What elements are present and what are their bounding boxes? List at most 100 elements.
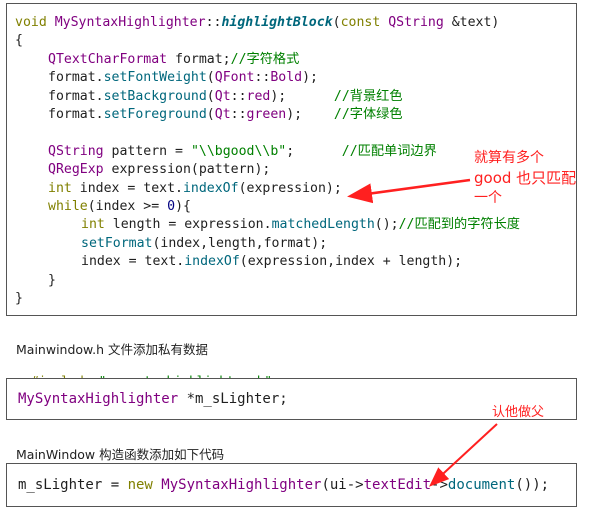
code-token: ()); <box>515 477 550 493</box>
code-token: //匹配到的字符长度 <box>398 217 520 233</box>
note-mainwindow-ctor: MainWindow 构造函数添加如下代码 <box>16 447 225 462</box>
code-token: //字体绿色 <box>333 107 403 122</box>
code-token: //背景红色 <box>333 88 403 104</box>
code-token: Bold <box>270 70 303 86</box>
code-token: *m_sLighter; <box>186 391 288 407</box>
code-token: document <box>447 477 516 493</box>
code-token: //字符格式 <box>230 51 300 67</box>
code-token: setFontWeight <box>103 70 207 86</box>
code-token: setFormat <box>81 235 153 251</box>
code-token: (index >= <box>87 199 168 214</box>
code-token: &text) <box>451 15 500 30</box>
code-line: format.setBackground(Qt::red); //背景红色 <box>48 88 403 106</box>
code-token: } <box>48 272 56 288</box>
code-token: ( <box>206 70 215 86</box>
code-token: :: <box>205 15 222 30</box>
code-token: (expression); <box>238 180 342 196</box>
code-token: (expression,index + length); <box>239 254 463 270</box>
note-mainwindow-h: Mainwindow.h 文件添加私有数据 <box>16 342 208 357</box>
annotation-arrow-1 <box>347 178 471 204</box>
annotation-line: 一个 <box>474 190 502 206</box>
code-token: QFont <box>214 70 255 86</box>
code-token: pattern = <box>111 143 191 159</box>
code-token: ( <box>206 88 215 104</box>
code-token: green <box>246 107 287 122</box>
code-token: :: <box>230 88 247 104</box>
code-line: while(index >= 0){ <box>48 198 191 216</box>
code-token: Qt <box>214 107 231 122</box>
code-token: MySyntaxHighlighter <box>18 391 187 407</box>
annotation-line: 就算有多个 <box>474 150 544 166</box>
code-line: int length = expression.matchedLength();… <box>81 216 520 234</box>
code-token: void <box>15 15 55 30</box>
code-token: "\\bgood\\b" <box>190 143 287 159</box>
code-token: ){ <box>175 199 191 214</box>
code-token: Qt <box>214 88 231 104</box>
code-token: int <box>81 217 113 233</box>
code-token: ); <box>302 70 318 86</box>
code-token: index = text. <box>81 254 185 270</box>
code-token: index = text. <box>79 180 183 196</box>
code-token: (ui-> <box>321 477 364 493</box>
code-line: QRegExp expression(pattern); <box>48 161 270 179</box>
code-token: ; <box>286 143 342 159</box>
code-line: format.setFontWeight(QFont::Bold); <box>48 69 318 87</box>
code-line: { <box>15 32 23 50</box>
code-token: format. <box>48 88 104 104</box>
code-token: ( <box>206 107 215 122</box>
code-token: indexOf <box>182 180 239 196</box>
code-token: //匹配单词边界 <box>341 143 437 159</box>
code-line: QString pattern = "\\bgood\\b"; //匹配单词边界 <box>48 143 437 161</box>
code-token: MySyntaxHighlighter <box>161 477 322 493</box>
code-token: format; <box>175 51 231 67</box>
code-token: setForeground <box>103 107 207 122</box>
code-token: textEdit <box>363 477 432 493</box>
annotation-arrow-2 <box>429 423 498 487</box>
code-token: ); <box>270 88 334 104</box>
annotation-parent: 认他做父 <box>492 405 545 420</box>
code-token: expression(pattern); <box>111 162 271 178</box>
member-code-block: MySyntaxHighlighter *m_sLighter; <box>6 378 577 420</box>
code-token: { <box>15 33 23 49</box>
code-token: (); <box>374 217 399 233</box>
code-token: int <box>48 180 80 196</box>
code-token: QString <box>388 15 452 30</box>
code-token: QRegExp <box>48 162 112 178</box>
code-token: matchedLength <box>271 217 375 233</box>
code-token: indexOf <box>184 254 240 270</box>
code-token: highlightBlock <box>221 15 333 30</box>
code-token: QString <box>48 143 112 159</box>
code-token: while <box>48 199 88 214</box>
code-token: format. <box>48 107 104 122</box>
code-token: MySyntaxHighlighter <box>54 15 206 30</box>
code-token: red <box>246 88 271 104</box>
code-token: } <box>15 291 23 306</box>
code-token: m_sLighter = <box>18 477 128 493</box>
code-token: length = expression. <box>112 217 272 233</box>
code-token: 0 <box>167 199 176 214</box>
main-code-block: void MySyntaxHighlighter::highlightBlock… <box>6 3 577 316</box>
code-line: void MySyntaxHighlighter::highlightBlock… <box>15 14 499 32</box>
code-token: format. <box>48 70 104 86</box>
code-line: index = text.indexOf(expression,index + … <box>81 253 462 271</box>
code-listing: void MySyntaxHighlighter::highlightBlock… <box>15 14 570 309</box>
code-token: :: <box>254 70 271 86</box>
code-token: ( <box>332 15 341 30</box>
code-line: QTextCharFormat format;//字符格式 <box>48 51 299 69</box>
code-line: int index = text.indexOf(expression); <box>48 180 342 198</box>
code-token: QTextCharFormat <box>48 51 176 67</box>
annotation-good-match: 就算有多个 good 也只匹配 一个 <box>474 148 576 208</box>
code-line: } <box>15 290 23 308</box>
code-line: } <box>48 272 56 290</box>
code-line: format.setForeground(Qt::green); //字体绿色 <box>48 106 403 124</box>
annotation-line: good 也只匹配 <box>474 169 577 187</box>
code-token: setBackground <box>103 88 207 104</box>
code-token: (index,length,format); <box>152 235 328 251</box>
code-token: const <box>340 15 389 30</box>
code-token: :: <box>230 107 247 122</box>
ctor-code-block: m_sLighter = new MySyntaxHighlighter(ui-… <box>6 463 577 507</box>
code-line: setFormat(index,length,format); <box>81 235 327 253</box>
code-token: ); <box>286 107 334 122</box>
code-token: new <box>127 477 162 493</box>
